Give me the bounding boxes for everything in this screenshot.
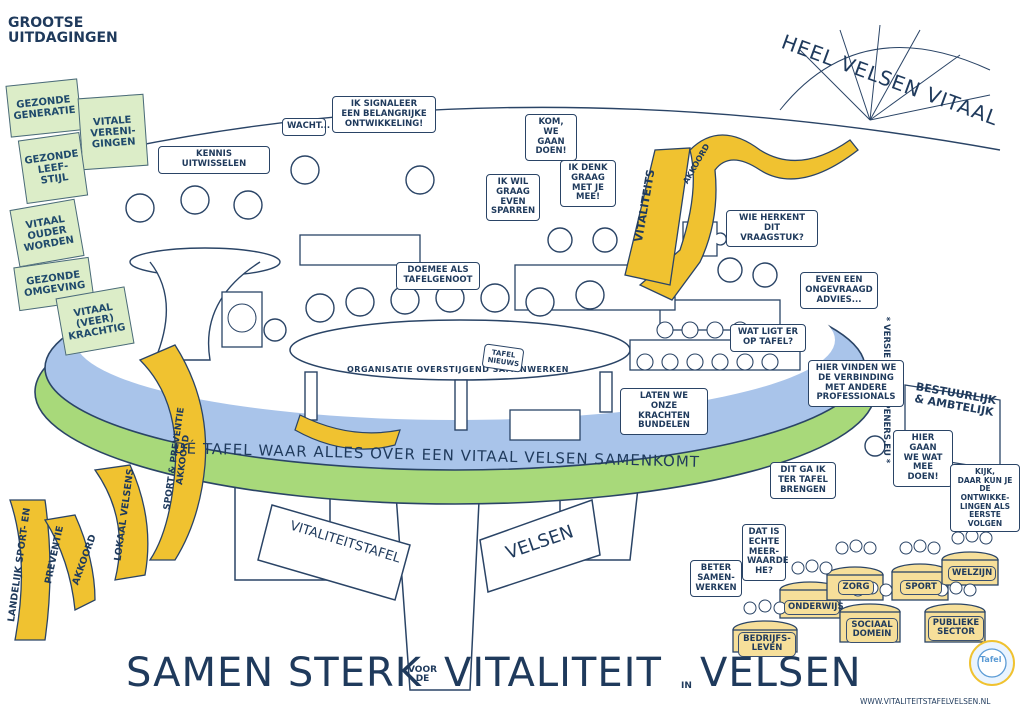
horizon-arc	[69, 106, 1001, 161]
basket	[509, 409, 581, 441]
bubble-wat-ligt-er-op-tafel: WAT LIGT ER OP TAFEL?	[730, 324, 806, 352]
bubble-ongevraagd-advies: EVEN EEN ONGEVRAAGD ADVIES...	[800, 272, 878, 310]
bubble-hier-gaan-we: HIER GAAN WE WAT MEE DOEN!	[893, 430, 953, 487]
pillar-right	[479, 498, 601, 593]
vitaliteit-ribbon	[624, 147, 691, 286]
flipchart	[221, 291, 263, 348]
logo-text: Tafel	[980, 655, 1002, 664]
title-in: IN	[681, 681, 692, 691]
corner-title: GROOTSE UITDAGINGEN	[8, 15, 118, 46]
challenge-note-vitaal-ouder-worden: VITAAL OUDER WORDEN	[9, 198, 85, 268]
left-ribbon-2	[43, 514, 96, 612]
left-ribbon-1	[9, 499, 51, 641]
sun-rays	[779, 24, 991, 121]
inner-table-legs	[304, 371, 613, 431]
left-ribbon-4	[138, 344, 207, 561]
title-samen-sterk: SAMEN STERK	[126, 650, 423, 696]
title-vitaliteit: VITALITEIT	[444, 650, 662, 696]
table-inner-label: ORGANISATIE OVERSTIJGEND SAMENWERKEN	[346, 365, 569, 374]
bubble-signaleer: IK SIGNALEER EEN BELANGRIJKE ONTWIKKELIN…	[332, 96, 436, 134]
people	[125, 155, 886, 457]
logo-inner	[977, 648, 1007, 678]
challenge-note-vitale-verenigingen: VITALE VERENI- GINGEN	[77, 93, 149, 171]
ribbon-through-table	[294, 414, 401, 450]
sector-onderwijs: ONDERWIJS	[784, 600, 844, 616]
bubble-krachten-bundelen: LATEN WE ONZE KRACHTEN BUNDELEN	[620, 388, 708, 436]
bubble-verbinding: HIER VINDEN WE DE VERBINDING MET ANDERE …	[808, 360, 904, 408]
small-heads-right	[636, 321, 779, 371]
left-ribbon-3	[93, 464, 149, 581]
title-velsen: VELSEN	[700, 650, 862, 696]
akkoord-ribbon	[638, 134, 859, 301]
bubble-doe-mee: DOEMEE ALS TAFELGENOOT	[396, 262, 480, 290]
sector-publieke-sector: PUBLIEKE SECTOR	[928, 616, 984, 641]
pillar-left	[257, 504, 411, 601]
high-table-stem	[149, 261, 261, 361]
challenge-note-vitaal-veerkrachtig: VITAAL (VEER) KRACHTIG	[55, 286, 135, 356]
sector-zorg: ZORG	[838, 580, 874, 596]
bubble-ontwikkelingen-volgen: KIJK, DAAR KUN JE DE ONTWIKKE- LINGEN AL…	[950, 464, 1020, 533]
challenge-note-gezonde-generatie: GEZONDE GENERATIE	[5, 78, 83, 138]
title-voor-de: VOOR DE	[408, 665, 438, 685]
sector-welzijn: WELZIJN	[948, 566, 996, 582]
back-table	[299, 234, 421, 266]
website-url[interactable]: WWW.VITALITEITSTAFELVELSEN.NL	[860, 697, 991, 706]
bubble-ter-tafel-brengen: DIT GA IK TER TAFEL BRENGEN	[770, 462, 836, 500]
bubble-sparren: IK WIL GRAAG EVEN SPARREN	[486, 174, 540, 222]
bubble-meerwaarde: DAT IS ECHTE MEER- WAARDE HE?	[742, 524, 789, 581]
spiderweb-icon	[227, 303, 257, 333]
sector-bedrijfsleven: BEDRIJFS- LEVEN	[738, 632, 796, 657]
bubble-wacht: WACHT...	[282, 118, 330, 136]
bubble-denk-mee: IK DENK GRAAG MET JE MEE!	[560, 160, 616, 208]
bubble-wie-herkent: WIE HERKENT DIT VRAAGSTUK?	[726, 210, 818, 248]
sector-sport: SPORT	[900, 580, 942, 596]
bubble-kennis-uitwisselen: KENNIS UITWISSELEN	[158, 146, 270, 174]
bubble-beter-samenwerken: BETER SAMEN- WERKEN	[690, 560, 742, 598]
bubble-kom-we-gaan-doen: KOM, WE GAAN DOEN!	[525, 114, 577, 162]
challenge-note-gezonde-leefstijl: GEZONDE LEEF- STIJL	[17, 131, 89, 205]
sector-sociaal-domein: SOCIAAL DOMEIN	[846, 618, 898, 643]
